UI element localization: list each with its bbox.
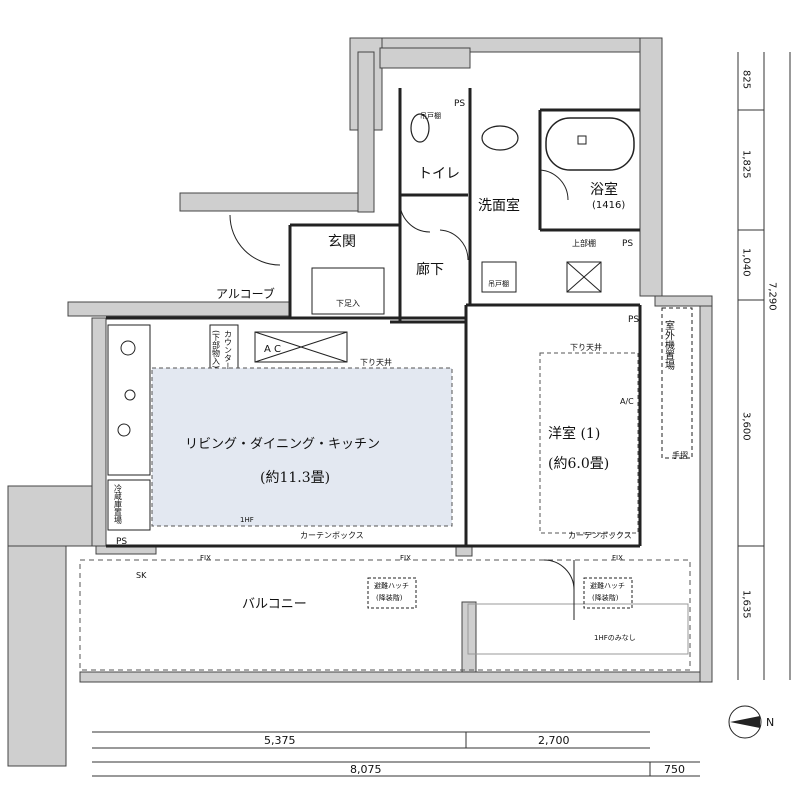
outdoor-unit-label: 室外機置場 bbox=[663, 319, 675, 371]
ac-box bbox=[254, 331, 348, 363]
ps-label-3: PS bbox=[628, 315, 639, 325]
balcony-label: バルコニー bbox=[242, 597, 307, 612]
hatch-1-sub: (降装階) bbox=[376, 593, 403, 602]
outdoor-unit-area bbox=[661, 307, 693, 459]
ldk-lowered-ceiling bbox=[151, 367, 453, 527]
hall-label: 廊下 bbox=[416, 261, 444, 278]
counter-sub-label: (下部物入) bbox=[212, 330, 221, 368]
hatch-2-sub: (降装階) bbox=[592, 593, 619, 602]
shoe-box bbox=[311, 267, 385, 315]
dim-right-1: 825 bbox=[741, 70, 752, 89]
alcove-label: アルコーブ bbox=[216, 286, 275, 301]
toilet-fixture bbox=[410, 113, 430, 143]
dim-bottom-2: 2,700 bbox=[538, 734, 570, 747]
ps-label-1: PS bbox=[454, 99, 465, 109]
door-swings bbox=[229, 169, 575, 620]
wash-basin bbox=[481, 125, 519, 151]
north-label: N bbox=[766, 716, 774, 729]
ps-label-2: PS bbox=[622, 239, 633, 249]
wash-cabinet-label: 吊戸棚 bbox=[488, 279, 509, 288]
hatch-2 bbox=[583, 577, 633, 609]
fridge-label: 冷蔵庫置場 bbox=[114, 483, 123, 525]
dim-right-total: 7,290 bbox=[767, 282, 778, 311]
ldk-label: リビング・ダイニング・キッチン bbox=[185, 437, 380, 452]
dim-right-5: 1,635 bbox=[741, 590, 752, 619]
western-room-size: (約6.0畳) bbox=[548, 456, 609, 472]
toilet-cabinet-label: 吊戸棚 bbox=[420, 111, 441, 120]
entrance-label: 玄関 bbox=[328, 233, 356, 250]
dim-bottom-1: 5,375 bbox=[264, 734, 296, 747]
western-room-label: 洋室 (1) bbox=[548, 425, 600, 442]
fix-label-2: FIX bbox=[400, 554, 411, 562]
shoebox-label: 下足入 bbox=[336, 299, 360, 308]
room-lowered-ceiling bbox=[539, 352, 639, 534]
hatch-1 bbox=[367, 577, 417, 609]
dim-bottom-total: 8,075 bbox=[350, 763, 382, 776]
hf-label: 1HF bbox=[240, 516, 254, 524]
only-1f-label: 1HFのみなし bbox=[594, 634, 636, 642]
fix-label-3: FIX bbox=[612, 554, 623, 562]
north-arrow: N bbox=[728, 705, 774, 739]
walls bbox=[7, 37, 713, 767]
hatch-2-label: 避難ハッチ bbox=[590, 581, 625, 590]
hatch-1-label: 避難ハッチ bbox=[374, 581, 409, 590]
dim-right-3: 1,040 bbox=[741, 248, 752, 277]
washroom-label: 洗面室 bbox=[478, 197, 520, 214]
upper-cabinet-label: 上部棚 bbox=[572, 238, 596, 248]
bottom-dimension-strip bbox=[92, 731, 700, 777]
ps-label-4: PS bbox=[116, 537, 127, 547]
sk-label: SK bbox=[136, 571, 147, 580]
bath-label: 浴室 bbox=[590, 181, 618, 198]
interior-walls bbox=[106, 88, 642, 548]
room-ceiling-label: 下り天井 bbox=[570, 342, 602, 352]
toilet-label: トイレ bbox=[418, 166, 460, 182]
counter-label: カウンター bbox=[224, 330, 233, 370]
ldk-ceiling-label: 下り天井 bbox=[360, 357, 392, 367]
fix-label-1: FIX bbox=[200, 554, 211, 562]
ac-box-label: A C bbox=[264, 344, 281, 355]
dim-right-4: 3,600 bbox=[741, 412, 752, 441]
dim-bottom-extra: 750 bbox=[664, 763, 685, 776]
bath-size: (1416) bbox=[592, 200, 625, 211]
dim-right-2: 1,825 bbox=[741, 150, 752, 179]
curtain-box-label-2: カーテンボックス bbox=[568, 531, 632, 540]
ldk-size: (約11.3畳) bbox=[260, 470, 330, 486]
handrail-label: 手摺 bbox=[672, 450, 688, 460]
bathtub bbox=[545, 117, 635, 171]
ac-unit-label: A/C bbox=[620, 397, 634, 406]
right-dimension-strip bbox=[737, 52, 791, 680]
curtain-box-label-1: カーテンボックス bbox=[300, 531, 364, 540]
